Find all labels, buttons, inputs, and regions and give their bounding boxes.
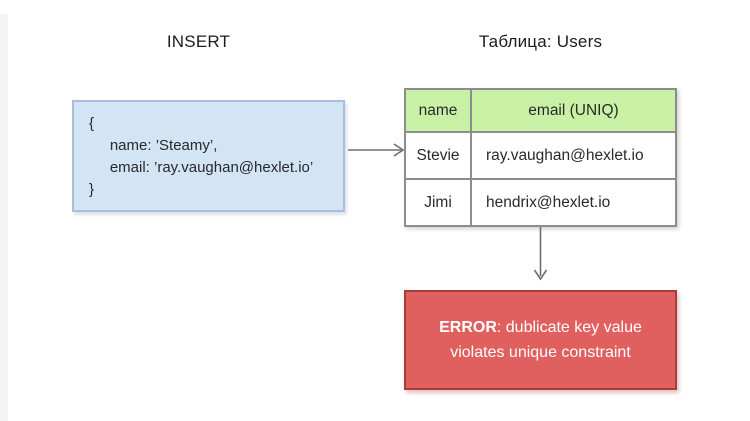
insert-payload-code: { name: ’Steamy’, email: ’ray.vaughan@he… — [89, 115, 314, 198]
column-header-name: name — [404, 88, 472, 133]
cell-user-email: hendrix@hexlet.io — [470, 178, 677, 227]
error-box: ERROR: dublicate key value violates uniq… — [404, 290, 677, 390]
table-row: Jimi hendrix@hexlet.io — [404, 178, 677, 227]
arrow-right-icon — [348, 143, 405, 157]
table-row: Stevie ray.vaughan@hexlet.io — [404, 131, 677, 180]
cell-user-name: Stevie — [404, 131, 472, 180]
insert-payload-box: { name: ’Steamy’, email: ’ray.vaughan@he… — [72, 100, 345, 212]
error-prefix: ERROR — [439, 319, 497, 336]
table-header-row: name email (UNIQ) — [404, 88, 677, 133]
error-detail: : dublicate key value violates unique co… — [450, 319, 642, 361]
cell-user-name: Jimi — [404, 178, 472, 227]
insert-title: INSERT — [166, 32, 231, 51]
users-table: name email (UNIQ) Stevie ray.vaughan@hex… — [404, 88, 677, 227]
column-header-email: email (UNIQ) — [470, 88, 677, 133]
arrow-down-icon — [533, 227, 548, 281]
error-message: ERROR: dublicate key value violates uniq… — [422, 315, 660, 365]
users-table-title: Таблица: Users — [478, 32, 603, 51]
canvas-edge — [0, 14, 8, 421]
cell-user-email: ray.vaughan@hexlet.io — [470, 131, 677, 180]
